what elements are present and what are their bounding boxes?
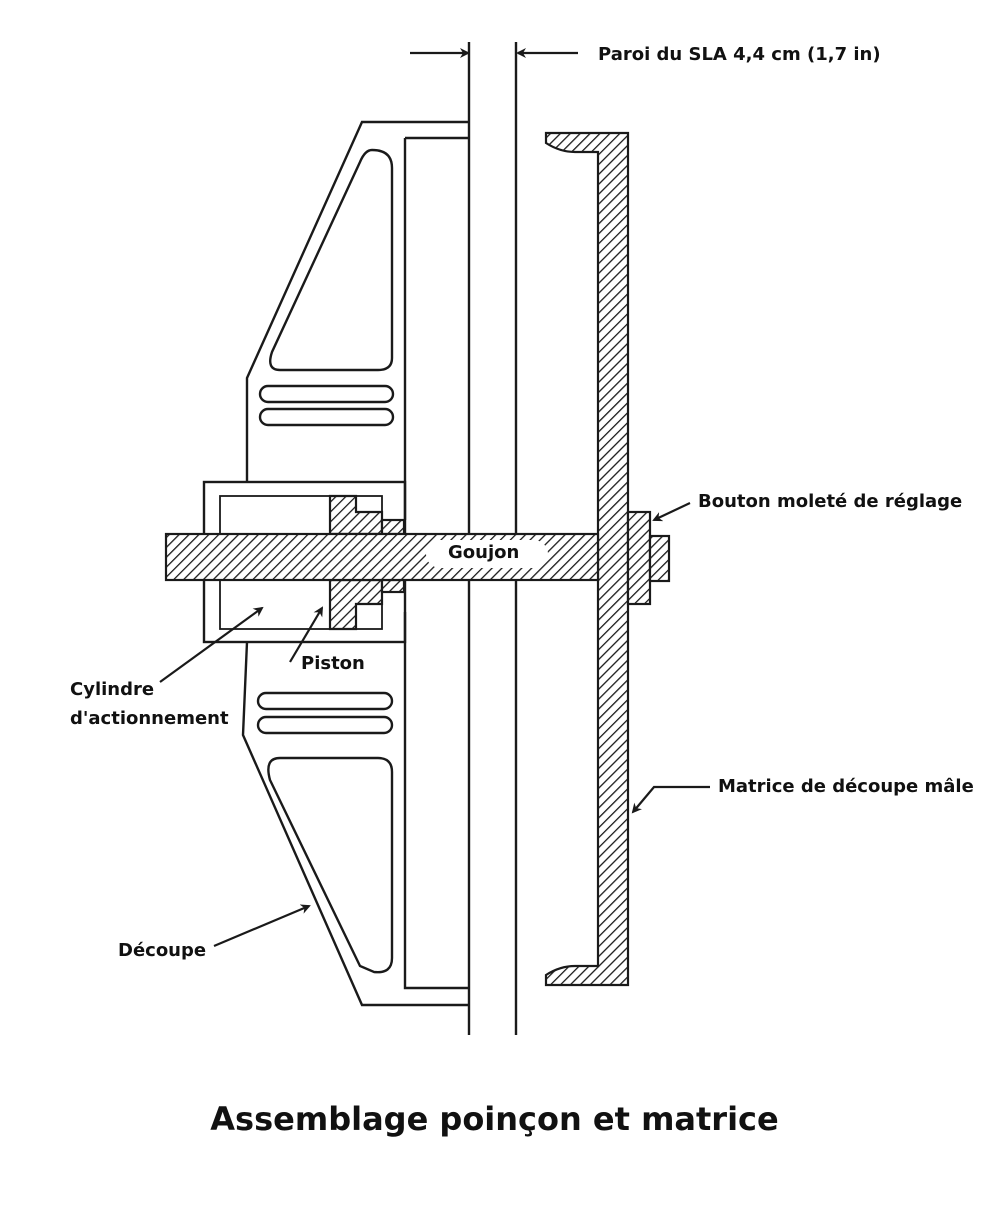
upper-slots bbox=[258, 384, 395, 427]
piston-label: Piston bbox=[301, 653, 365, 674]
male-cutting-die bbox=[544, 131, 630, 987]
male-die-label: Matrice de découpe mâle bbox=[718, 776, 974, 797]
cylinder-label-line1: Cylindre bbox=[70, 679, 155, 700]
leader-arrows bbox=[159, 502, 710, 948]
stud-label: Goujon bbox=[448, 542, 520, 563]
knurled-knob bbox=[626, 510, 671, 606]
wall-label: Paroi du SLA 4,4 cm (1,7 in) bbox=[598, 44, 881, 65]
knob-label: Bouton moleté de réglage bbox=[698, 491, 963, 512]
stud-label-bg bbox=[426, 540, 548, 568]
cylinder-label-line2: d'actionnement bbox=[70, 708, 229, 729]
lower-cutout-window bbox=[267, 756, 394, 974]
upper-cutout-window bbox=[269, 148, 394, 372]
cutout-label: Découpe bbox=[118, 940, 207, 961]
lower-slots bbox=[256, 691, 394, 735]
punch-body bbox=[241, 120, 469, 1007]
diagram-title: Assemblage poinçon et matrice bbox=[210, 1100, 779, 1138]
